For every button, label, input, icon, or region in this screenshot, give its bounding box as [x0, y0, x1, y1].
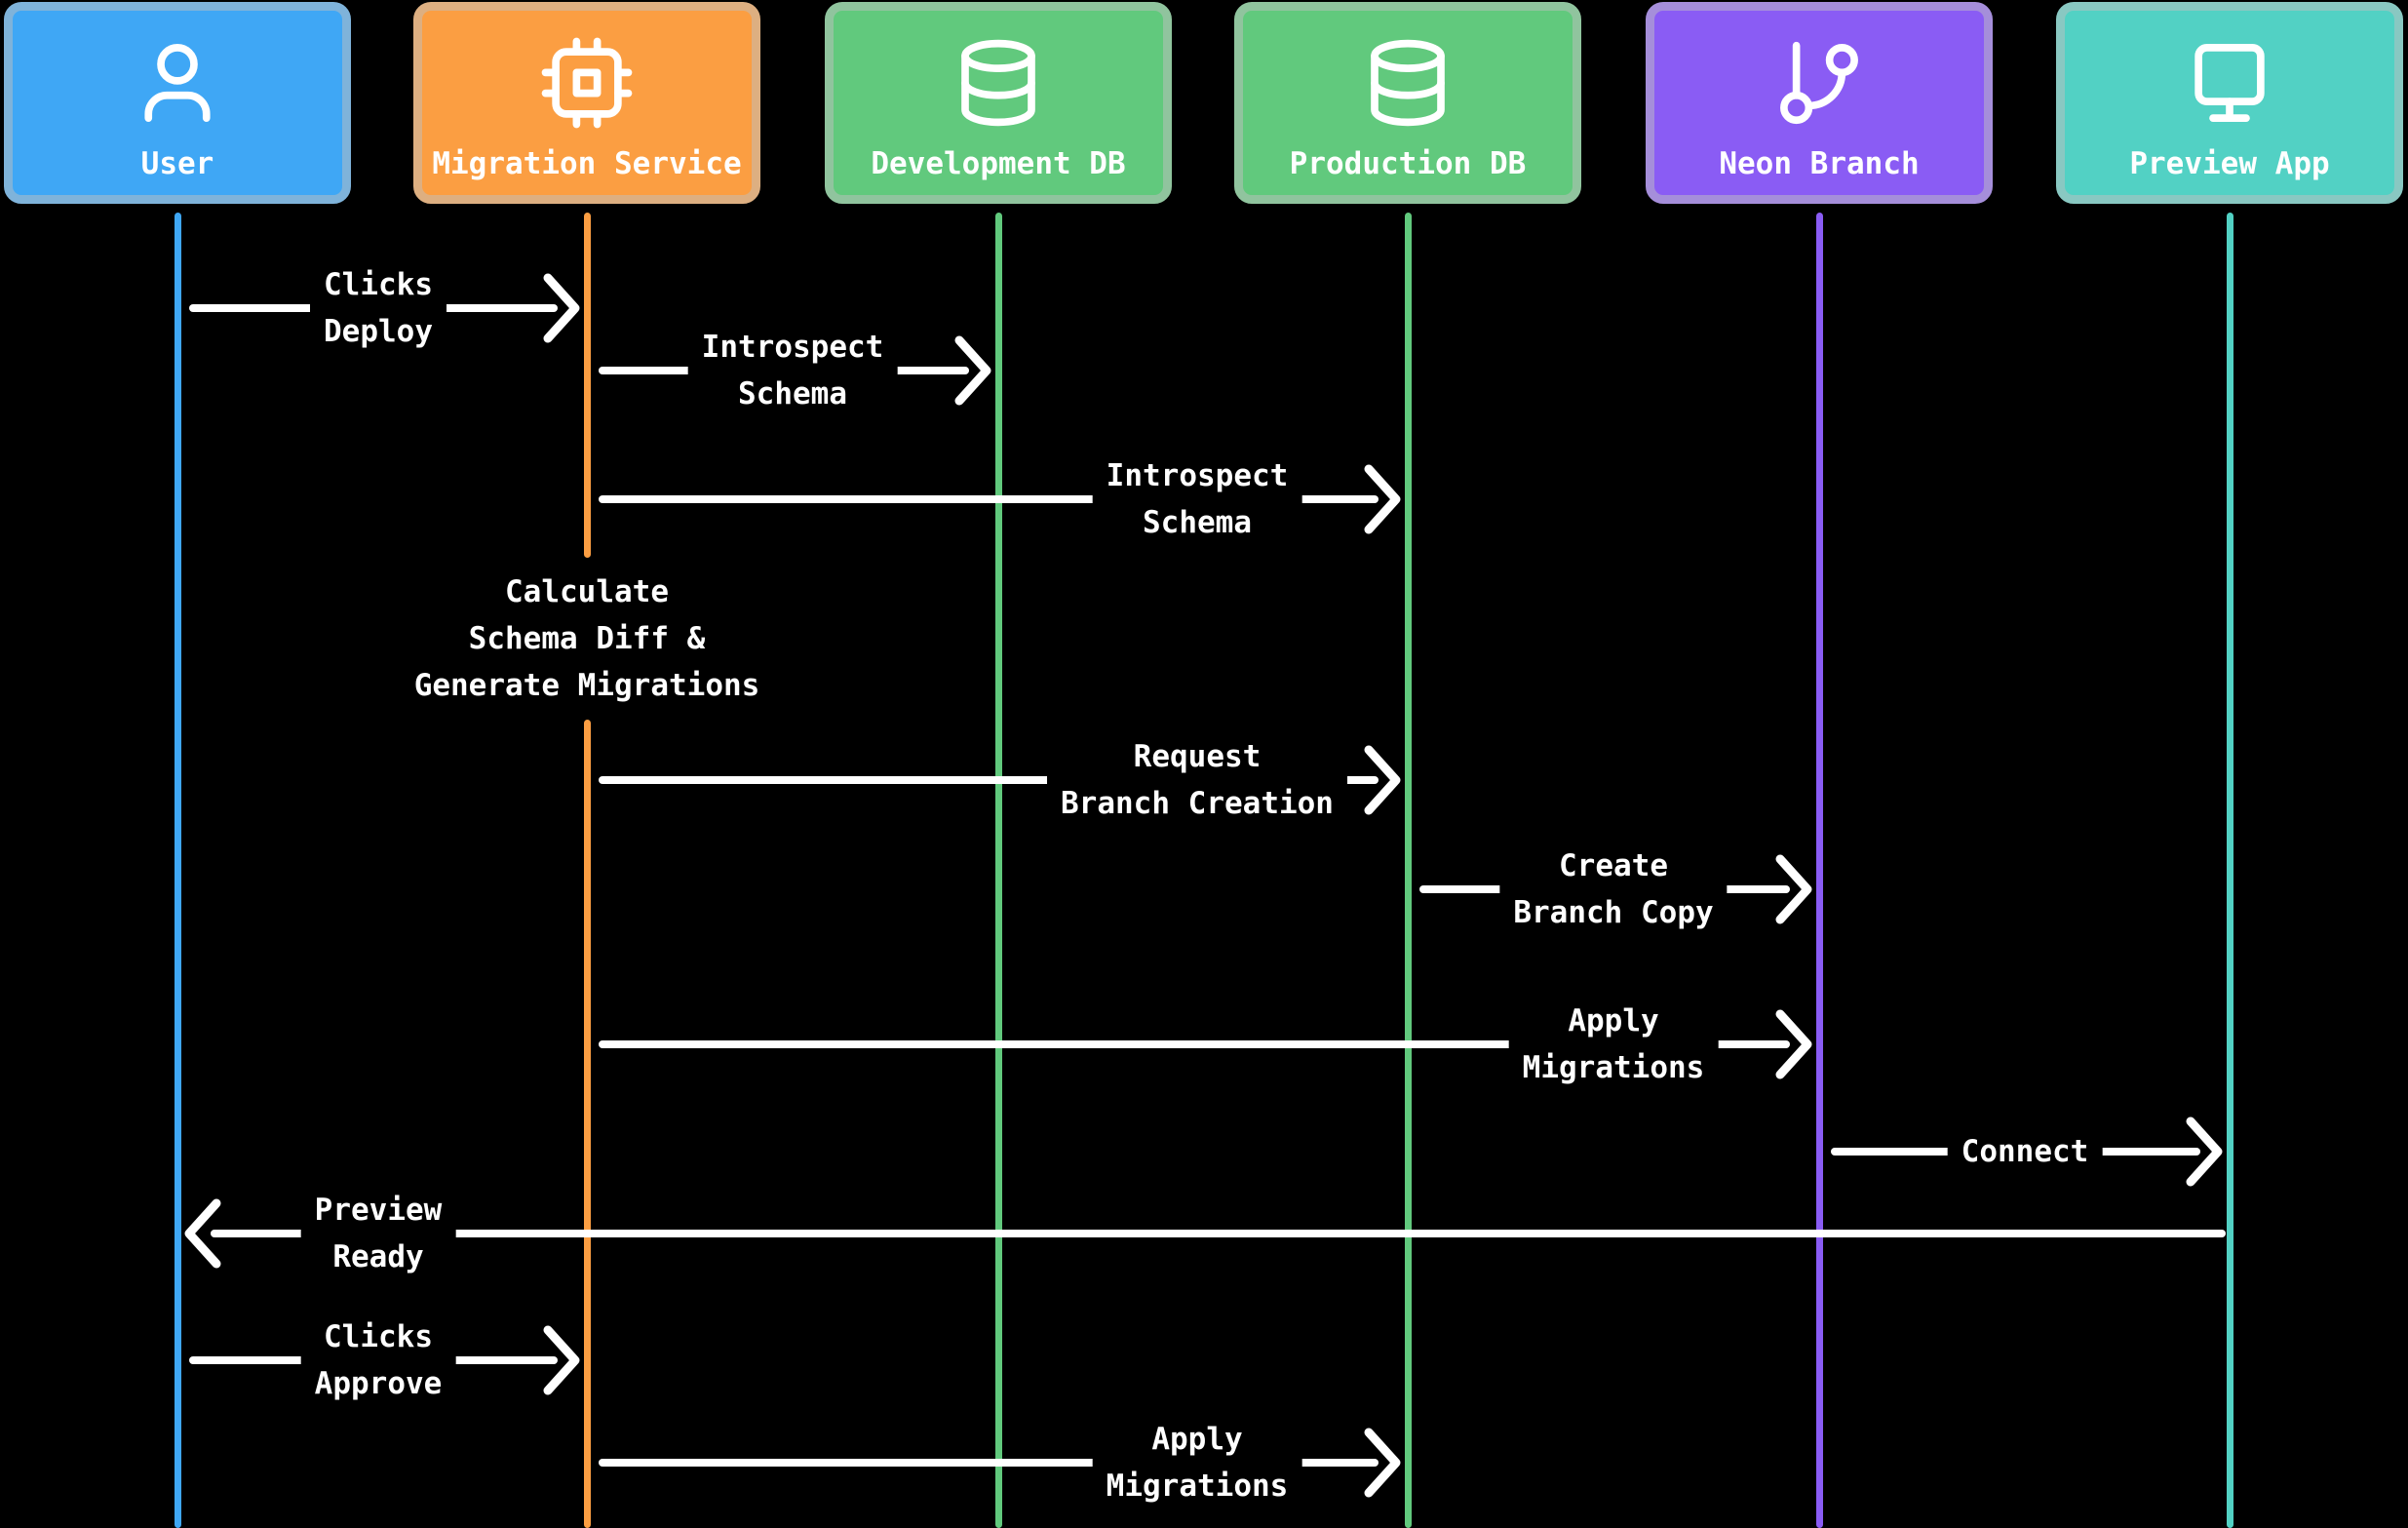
arrowhead-icon [542, 273, 581, 343]
message-label-line: Branch Copy [1513, 895, 1714, 930]
message-label-line: Branch Creation [1061, 786, 1334, 821]
message-label-line: Create [1559, 848, 1668, 883]
message-label-line: Schema [738, 376, 847, 411]
lifeline-migration-service [583, 720, 591, 1528]
lifeline-development-db [994, 213, 1002, 1528]
message-label-line: Migrations [1522, 1050, 1705, 1085]
message-label-line: Schema [1143, 505, 1252, 540]
message-line [211, 1230, 2226, 1237]
message-label-line: Request [1133, 739, 1262, 774]
message-line [599, 776, 1379, 784]
arrowhead-icon [1363, 1428, 1402, 1498]
arrowhead-icon [542, 1325, 581, 1395]
note-line: Calculate [505, 574, 669, 609]
actor-migration-service: Migration Service [413, 2, 760, 204]
arrowhead-icon [2185, 1117, 2224, 1187]
message-line [189, 1356, 558, 1364]
arrowhead-icon [1774, 1009, 1813, 1079]
arrowhead-icon [1774, 854, 1813, 924]
arrowhead-icon [953, 335, 992, 406]
actor-user: User [4, 2, 351, 204]
note-line: Generate Migrations [413, 668, 760, 703]
actor-label: Migration Service [432, 145, 742, 181]
arrowhead-icon [1363, 464, 1402, 534]
lifeline-neon-branch [1815, 213, 1823, 1528]
actor-label: Preview App [2129, 145, 2330, 181]
database-icon [949, 33, 1048, 133]
database-icon [1358, 33, 1457, 133]
message-label-line: Migrations [1106, 1469, 1289, 1504]
message-label-line: Ready [332, 1239, 424, 1274]
lifeline-migration-service [583, 213, 591, 558]
actor-label: Development DB [871, 145, 1126, 181]
lifeline-user [174, 213, 181, 1528]
message-label-line: Clicks [324, 1319, 433, 1354]
message-line [189, 304, 558, 312]
user-icon [128, 33, 227, 133]
arrowhead-icon [1363, 745, 1402, 815]
message-line [599, 367, 969, 374]
message-label-line: Clicks [324, 267, 433, 302]
monitor-icon [2180, 33, 2279, 133]
actor-preview-app: Preview App [2056, 2, 2403, 204]
message-label-line: Deploy [324, 314, 433, 349]
message-label-line: Apply [1568, 1003, 1659, 1038]
actor-neon-branch: Neon Branch [1646, 2, 1993, 204]
git-branch-icon [1769, 33, 1869, 133]
message-line [599, 1040, 1790, 1048]
actor-label: Production DB [1289, 145, 1527, 181]
cpu-icon [537, 33, 637, 133]
arrowhead-icon [183, 1198, 222, 1269]
lifeline-preview-app [2226, 213, 2233, 1528]
actor-development-db: Development DB [825, 2, 1172, 204]
message-label-line: Introspect [701, 330, 884, 365]
message-label-line: Approve [314, 1366, 443, 1401]
message-line [599, 1459, 1379, 1467]
message-line [1419, 885, 1790, 893]
message-label-line: Preview [314, 1193, 443, 1228]
message-label-line: Connect [1961, 1134, 2089, 1169]
note-line: Schema Diff & [468, 621, 706, 656]
actor-label: User [140, 145, 214, 181]
lifeline-production-db [1404, 213, 1412, 1528]
message-label-line: Introspect [1106, 458, 1289, 493]
message-label: Connect [1947, 1128, 2103, 1175]
message-label-line: Apply [1151, 1422, 1243, 1457]
actor-label: Neon Branch [1719, 145, 1920, 181]
message-line [599, 495, 1379, 503]
message-line [1831, 1148, 2200, 1156]
actor-production-db: Production DB [1234, 2, 1581, 204]
